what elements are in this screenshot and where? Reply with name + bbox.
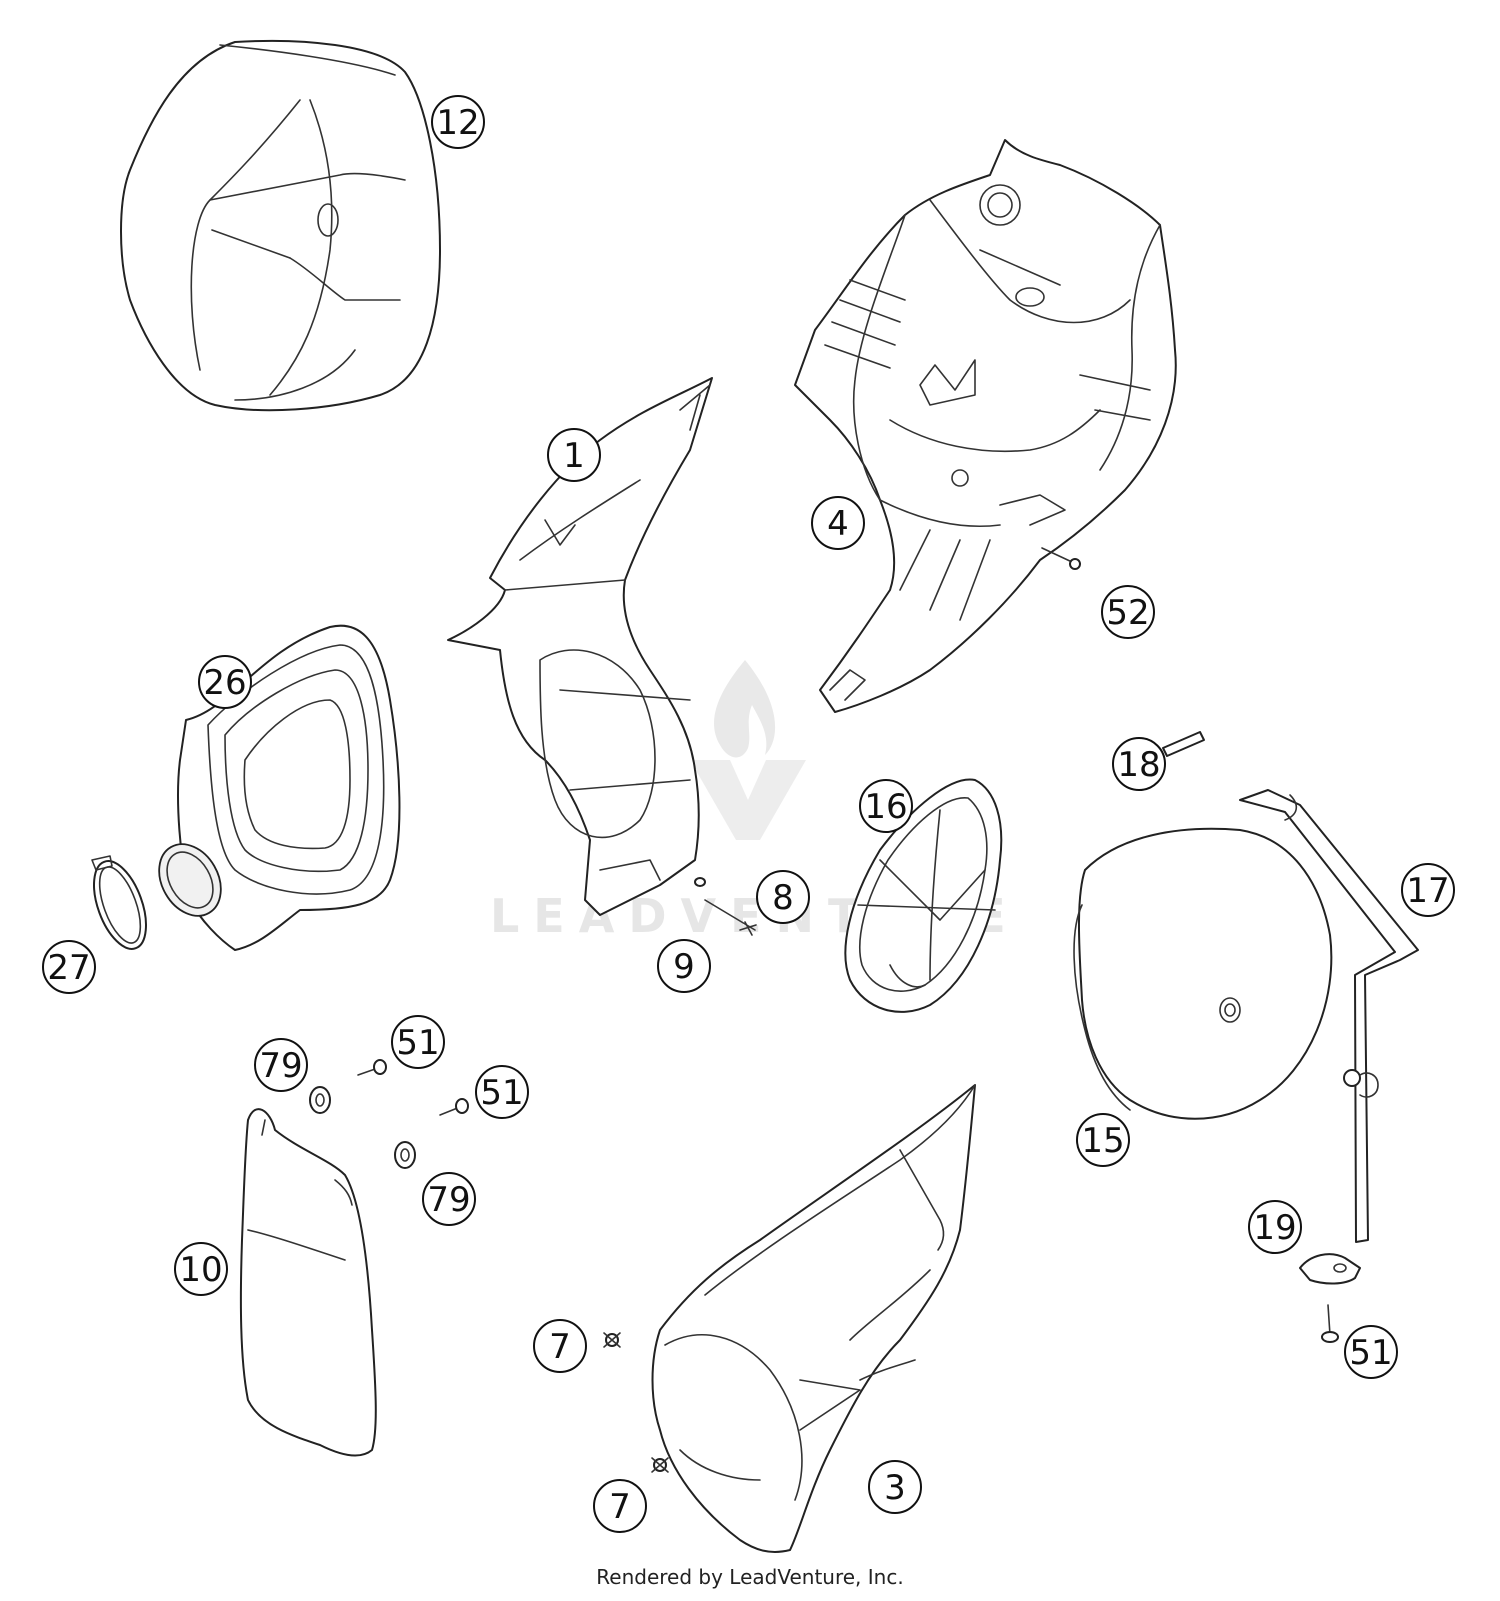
callout-18: 18: [1112, 737, 1166, 791]
part-51-screw-lower: [1321, 1304, 1339, 1343]
callout-51-upper: 51: [391, 1015, 445, 1069]
callout-27: 27: [42, 940, 96, 994]
callout-15: 15: [1076, 1113, 1130, 1167]
part-18-pin: [1162, 731, 1205, 757]
callout-51-middle-label: 51: [480, 1073, 523, 1113]
callout-12: 12: [431, 95, 485, 149]
callout-9: 9: [657, 939, 711, 993]
callout-51-upper-label: 51: [396, 1023, 439, 1063]
callout-51-middle: 51: [475, 1065, 529, 1119]
part-16-filter-cage: [844, 778, 1003, 1013]
callout-16-label: 16: [864, 787, 907, 827]
callout-7-upper: 7: [533, 1319, 587, 1373]
callout-1: 1: [547, 428, 601, 482]
callout-51-lower: 51: [1344, 1325, 1398, 1379]
part-9-washer: [694, 877, 706, 887]
callout-17: 17: [1401, 863, 1455, 917]
callout-19-label: 19: [1253, 1208, 1296, 1248]
callout-10-label: 10: [179, 1250, 222, 1290]
callout-15-label: 15: [1081, 1121, 1124, 1161]
part-8-screw: [704, 899, 757, 936]
callout-12-label: 12: [436, 103, 479, 143]
part-17-filter-holder: [1239, 789, 1419, 1243]
callout-7-lower-label: 7: [609, 1487, 631, 1527]
part-52-screw: [1041, 547, 1081, 570]
callout-1-label: 1: [563, 436, 585, 476]
callout-79-upper: 79: [254, 1038, 308, 1092]
callout-7-lower: 7: [593, 1479, 647, 1533]
callout-79-lower-label: 79: [427, 1180, 470, 1220]
part-19-bracket: [1299, 1253, 1361, 1285]
part-79-grommet-upper: [309, 1086, 331, 1114]
callout-10: 10: [174, 1242, 228, 1296]
part-7-fastener-lower: [651, 1457, 669, 1473]
part-15-air-filter: [1073, 827, 1333, 1120]
callout-3: 3: [868, 1460, 922, 1514]
callout-52-label: 52: [1106, 593, 1149, 633]
callout-3-label: 3: [884, 1468, 906, 1508]
callout-16: 16: [859, 779, 913, 833]
callout-79-upper-label: 79: [259, 1046, 302, 1086]
part-3-number-plate: [651, 1084, 976, 1553]
callout-27-label: 27: [47, 948, 90, 988]
part-10-side-panel: [239, 1108, 377, 1457]
part-27-hose-clamp: [91, 855, 147, 950]
part-79-grommet-lower: [394, 1141, 416, 1169]
part-1-air-duct: [447, 377, 713, 916]
flame-logo-icon: [714, 660, 776, 758]
callout-18-label: 18: [1117, 745, 1160, 785]
callout-51-lower-label: 51: [1349, 1333, 1392, 1373]
part-51-screw-upper: [357, 1059, 387, 1076]
part-26-intake-boot: [158, 624, 401, 951]
callout-17-label: 17: [1406, 871, 1449, 911]
callout-9-label: 9: [673, 947, 695, 987]
callout-4-label: 4: [827, 504, 849, 544]
callout-52: 52: [1101, 585, 1155, 639]
callout-8-label: 8: [772, 878, 794, 918]
callout-8: 8: [756, 870, 810, 924]
callout-79-lower: 79: [422, 1172, 476, 1226]
rendered-by-credit: Rendered by LeadVenture, Inc.: [596, 1565, 904, 1589]
v-logo-icon: [690, 760, 806, 840]
callout-7-upper-label: 7: [549, 1327, 571, 1367]
part-51-screw-middle: [439, 1098, 469, 1116]
callout-26-label: 26: [203, 663, 246, 703]
part-7-fastener-upper: [603, 1332, 621, 1348]
part-4-airbox-housing: [794, 139, 1177, 713]
callout-26: 26: [198, 655, 252, 709]
part-12-filter-box-cover: [120, 39, 441, 412]
callout-4: 4: [811, 496, 865, 550]
callout-19: 19: [1248, 1200, 1302, 1254]
